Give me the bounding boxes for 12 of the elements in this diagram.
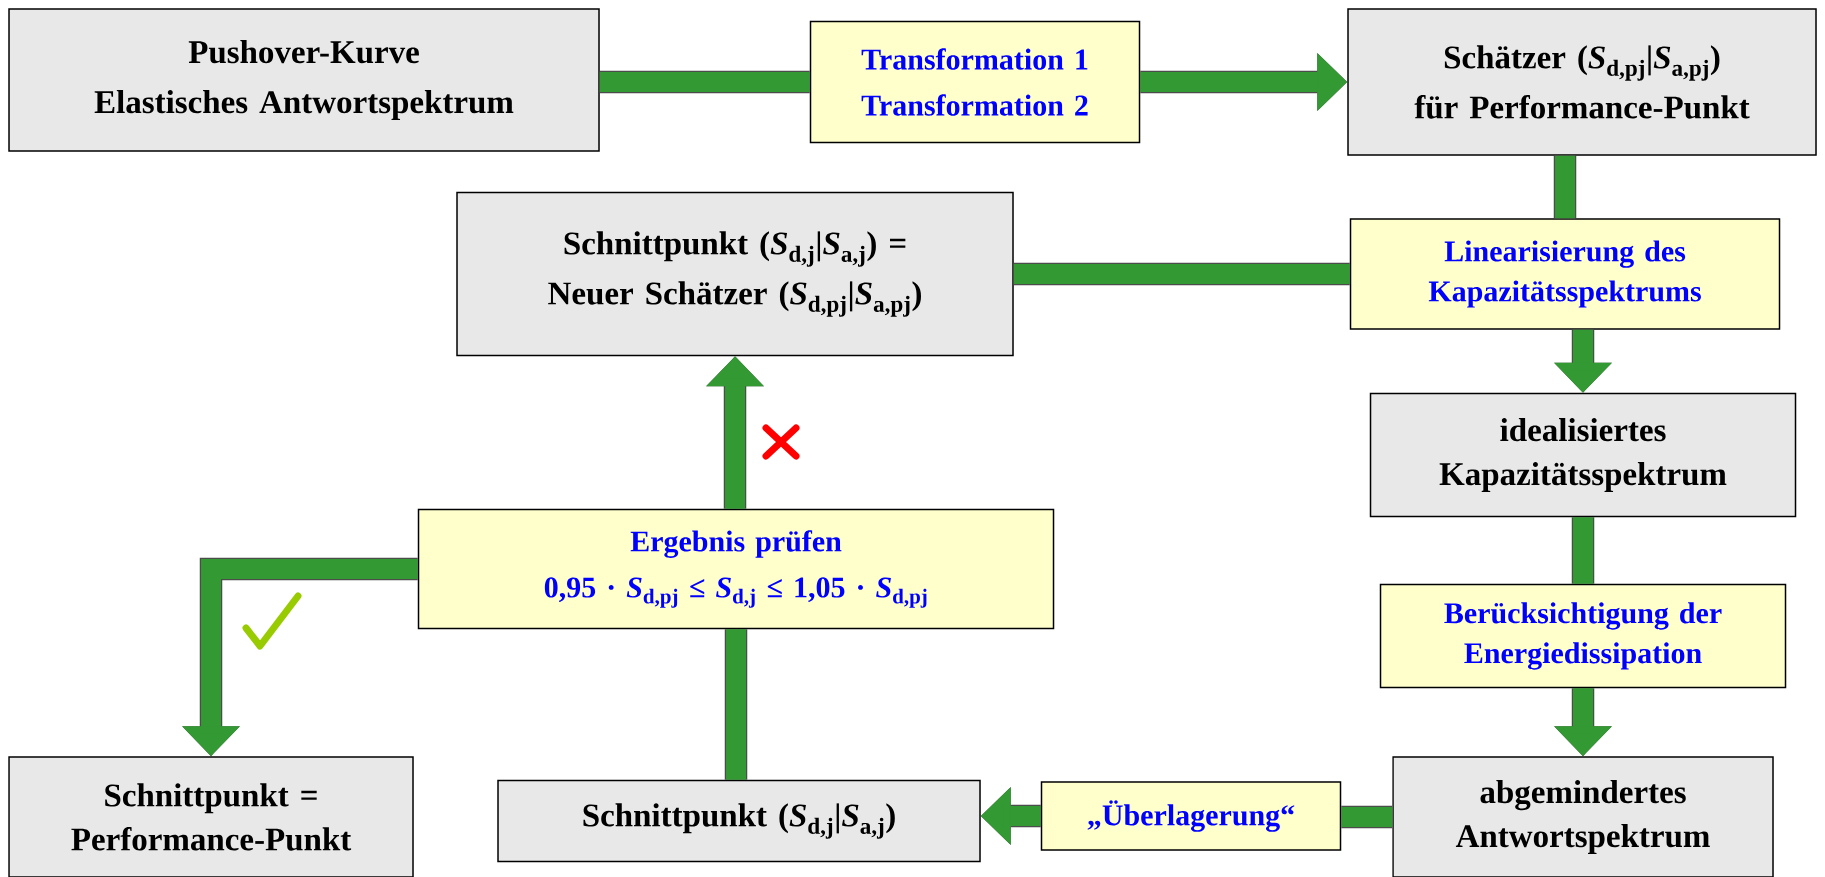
process-box: abgemindertes Antwortspektrum	[1392, 756, 1774, 877]
action-box: „Überlagerung“	[1040, 781, 1342, 851]
action-box: Ergebnis prüfen 0,95 · S$_{d,pj}$ ≤ S$_{d,j}$ ≤ 1,05 · S$_{d,pj}$	[417, 508, 1055, 630]
process-box: Pushover-Kurve Elastisches Antwortspektrum	[8, 8, 600, 152]
action-box: Transformation 1 Transformation 2	[809, 20, 1141, 144]
process-box: Schätzer (S$_{d,pj}$|S$_{a,pj}$) für Performance-Punkt	[1347, 8, 1817, 156]
action-box: Linearisierung des Kapazitätsspektrums	[1349, 218, 1781, 330]
process-box: Schnittpunkt (S$_{d,j}$|S$_{a,j}$) = Neuer Schätzer (S$_{d,pj}$|S$_{a,pj}$)	[456, 191, 1014, 357]
process-box: idealisiertes Kapazitätsspektrum	[1369, 392, 1797, 518]
process-box: Schnittpunkt = Performance-Punkt	[8, 756, 414, 877]
process-box: Schnittpunkt (S$_{d,j}$|S$_{a,j}$)	[497, 779, 981, 863]
action-box: Berücksichtigung der Energiedissipation	[1379, 583, 1787, 689]
